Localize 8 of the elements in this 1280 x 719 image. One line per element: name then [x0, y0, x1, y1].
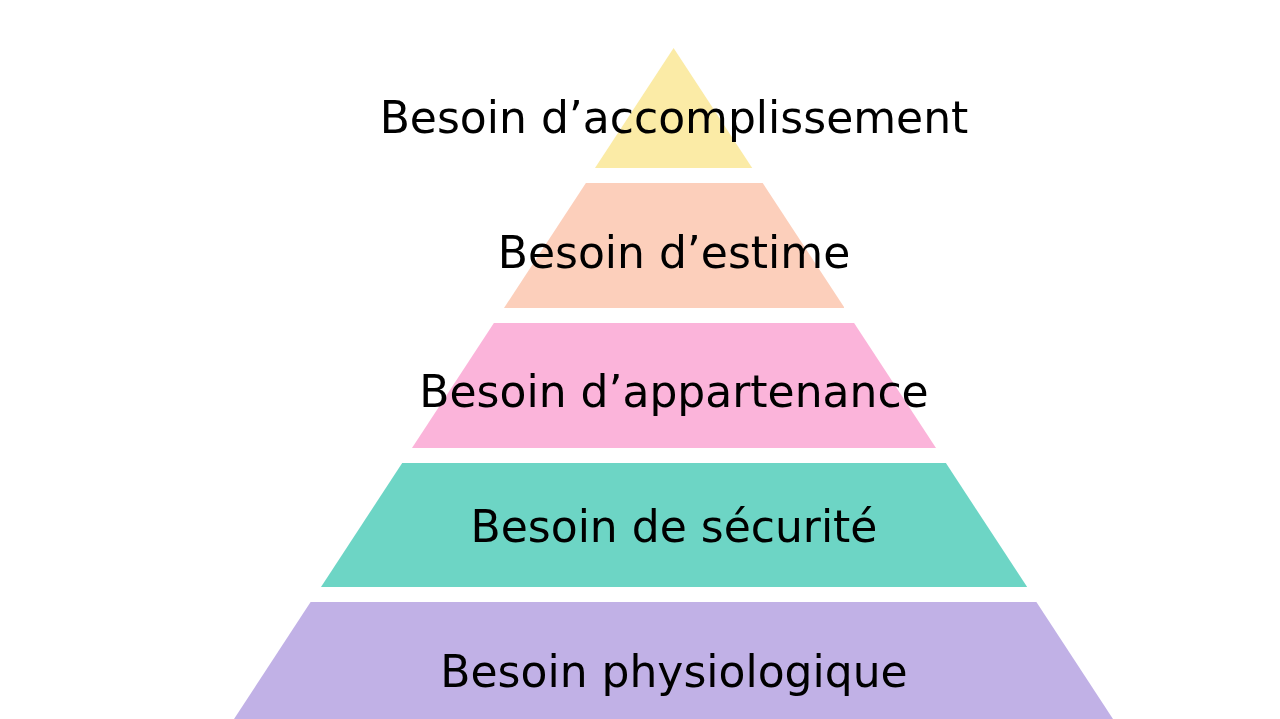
- tier-label: Besoin de sécurité: [470, 501, 878, 553]
- pyramid-tier: [412, 323, 936, 448]
- tier-label: Besoin d’estime: [497, 227, 851, 279]
- tier-label: Besoin physiologique: [440, 646, 908, 698]
- pyramid-tier: [320, 463, 1028, 587]
- tier-label: Besoin d’accomplissement: [379, 92, 969, 144]
- pyramid-tier: [234, 602, 1114, 719]
- tier-label: Besoin d’appartenance: [419, 366, 929, 418]
